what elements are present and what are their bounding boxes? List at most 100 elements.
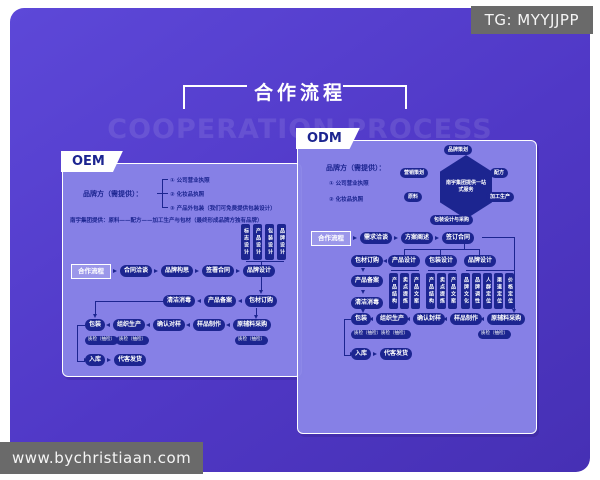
design-sub-box: 卖点提炼 [437,273,446,309]
design-sub-box: 卖点提炼 [400,273,409,309]
connector [404,249,480,250]
title-bracket-right-drop [405,85,407,109]
connector [261,261,262,265]
oem-flow-row-1: 合作流程 合同洽谈品牌构思签署合同品牌设计 [71,264,276,279]
odm-provider-label: 品牌方（需提供）： [326,164,386,172]
oem-flow-row-4: 入库 代客发货 [85,354,147,366]
connector-elbow [77,325,85,362]
hexagon-center: 南宇集团提供一站式服务 [440,155,492,219]
design-sub-box: 品牌设计 [277,224,286,260]
arrow-left [383,258,387,263]
flow-step-pill: 组织生产 [113,319,146,331]
flow-step-pill: 产品设计 [388,255,421,267]
oem-flow-row-3: 包装组织生产确认对样样品制作原辅料采购 [85,319,272,331]
design-sub-box: 产品文案 [448,273,457,309]
qc-badge: 质检（抽检） [351,330,384,339]
oem-provider-label: 品牌方（需提供）： [83,190,143,198]
design-sub-box: 产品文案 [411,273,420,309]
arrow-down [253,315,258,319]
design-sub-box: 包装设计 [265,224,274,260]
oem-supply-line: 南宇集团提供：原料——配方——加工生产与包材（最终形成品牌方独有品牌） [70,218,263,224]
flow-step-pill: 签订合同 [442,232,475,245]
page-title: 合作流程 [253,82,346,104]
arrow-down [361,290,365,294]
title-bracket-right [343,85,407,87]
design-sub-box: 品牌文化 [461,273,470,309]
odm-flow-row-3: 包装组织生产确认封样样品制作原辅料采购 [351,313,526,325]
hex-item: 配方 [490,168,509,178]
connector [261,277,262,290]
connector [163,179,168,180]
connector [466,270,514,271]
oem-provider-item: ③ 产品外包装（我们可免费提供包装设计） [170,206,276,212]
design-sub-box: 品牌调性 [472,273,481,309]
flow-start-box: 合作流程 [71,264,111,279]
flow-step-pill: 包材订购 [351,255,384,267]
qc-badge: 质检（抽检） [85,336,118,345]
flow-step-pill: 签署合同 [202,265,235,278]
hex-item: 营销策划 [400,168,429,178]
site-watermark-badge: www.bychristiaan.com [0,442,204,474]
flow-step-pill: 清洁消毒 [351,297,384,309]
flow-step-pill: 样品制作 [450,313,483,325]
arrow-down [361,268,365,272]
flow-start-box: 合作流程 [311,231,351,246]
design-sub-box: 产品设计 [253,224,262,260]
design-sub-box: 产品结构 [426,273,435,309]
flow-step-pill: 确认对样 [153,319,186,331]
flow-step-pill: 入库 [351,348,372,360]
flow-step-pill: 品牌设计 [243,265,276,278]
connector [391,270,419,271]
flow-step-pill: 品牌设计 [464,255,497,267]
qc-badge: 质检（抽检） [378,330,411,339]
oem-provider-item: ① 公司营业执照 [170,178,210,184]
flow-step-pill: 产品备案 [351,275,384,287]
design-sub-box: 人群定位 [483,273,492,309]
design-sub-box: 价格定位 [505,273,514,309]
connector-elbow [344,319,351,356]
title-bracket-left-drop [183,85,185,109]
connector [428,270,456,271]
flow-step-pill: 样品制作 [193,319,226,331]
odm-subs-package: 产品结构卖点提炼产品文案 [426,273,457,309]
oem-design-subs: 标志设计产品设计包装设计品牌设计 [241,224,286,260]
odm-provider-item: ② 化妆品执照 [329,197,364,203]
flow-step-pill: 代客发货 [114,354,147,366]
odm-tab: ODM [296,128,360,149]
arrow-down [258,290,263,294]
qc-badge: 质检（抽检） [478,330,511,339]
qc-badge: 质检（抽检） [235,336,268,345]
flow-step-pill: 包材订购 [245,295,278,307]
hex-item: 加工生产 [486,192,515,202]
oem-provider-item: ② 化妆品执照 [170,192,205,198]
connector [440,249,441,255]
tg-watermark-badge: TG: MYYJJPP [470,6,593,34]
flow-step-pill: 原辅料采购 [233,319,272,331]
oem-panel: OEM 品牌方（需提供）： ① 公司营业执照 ② 化妆品执照 ③ 产品外包装（我… [61,151,302,377]
arrow-down [511,309,516,313]
flow-step-pill: 合同洽谈 [120,265,153,278]
flow-step-pill: 品牌构思 [161,265,194,278]
connector [157,193,162,194]
flow-step-pill: 需求洽谈 [360,232,393,245]
flow-step-pill: 方案阐述 [401,232,434,245]
odm-subs-brand: 品牌文化品牌调性人群定位渠道定位价格定位 [461,273,514,309]
flow-step-pill: 入库 [85,354,106,366]
oem-flow-row-2: 清洁消毒产品备案包材订购 [163,295,278,307]
connector [256,308,257,315]
connector [464,244,465,249]
oem-tab: OEM [61,151,123,172]
flow-step-pill: 包装 [351,313,372,325]
odm-provider-item: ① 公司营业执照 [329,181,369,187]
poster-background: 合作流程 COOPERATION PROCESS OEM 品牌方（需提供）： ①… [10,8,590,472]
connector [482,237,514,238]
odm-flow-row-4: 入库 代客发货 [351,348,413,360]
design-sub-box: 标志设计 [241,224,250,260]
design-sub-box: 产品结构 [389,273,398,309]
flow-step-pill: 组织生产 [376,313,409,325]
qc-badge: 质检（抽检） [116,336,149,345]
flow-step-pill: 代客发货 [380,348,413,360]
arrow-down [361,309,365,313]
connector [404,249,405,255]
